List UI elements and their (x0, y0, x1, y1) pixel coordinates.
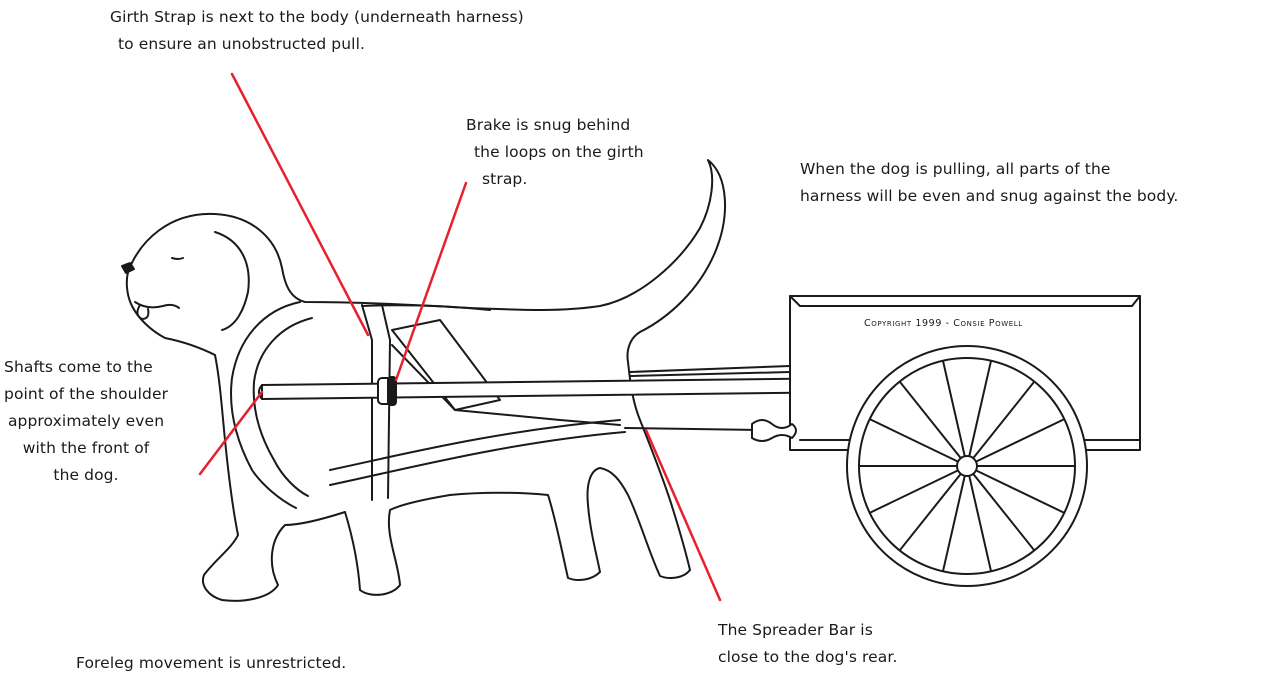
brake-line-1: Brake is snug behind (466, 112, 644, 139)
cart-shaft-front (630, 366, 790, 376)
harness-neck-loop-inner (254, 318, 312, 496)
cart-shaft (262, 378, 860, 399)
girth-line-2: to ensure an unobstructed pull. (110, 31, 524, 58)
girth-strap-label: Girth Strap is next to the body (underne… (110, 4, 524, 58)
dog-eye (172, 258, 183, 259)
brake-line-2: the loops on the girth (466, 139, 644, 166)
harness-belly-a (330, 420, 620, 470)
shafts-label: Shafts come to the point of the shoulder… (4, 354, 168, 489)
brake-loop (388, 377, 396, 405)
shafts-line-1: Shafts come to the (4, 354, 168, 381)
girth-line-1: Girth Strap is next to the body (underne… (110, 4, 524, 31)
brake-pointer (396, 183, 466, 380)
spreader-bar-label: The Spreader Bar is close to the dog's r… (718, 617, 897, 671)
harness-neck-loop (231, 302, 300, 508)
pulling-label: When the dog is pulling, all parts of th… (800, 156, 1178, 210)
spreader-line-2: close to the dog's rear. (718, 644, 897, 671)
foreleg-label: Foreleg movement is unrestricted. (76, 650, 346, 677)
dog-ear (215, 232, 249, 330)
spreader-line-1: The Spreader Bar is (718, 617, 897, 644)
dog-nose (122, 263, 134, 273)
pulling-line-1: When the dog is pulling, all parts of th… (800, 156, 1178, 183)
brake-label: Brake is snug behind the loops on the gi… (466, 112, 644, 193)
shafts-line-3: approximately even (4, 408, 168, 435)
shafts-line-5: the dog. (4, 462, 168, 489)
foreleg-line-1: Foreleg movement is unrestricted. (76, 650, 346, 677)
shafts-line-2: point of the shoulder (4, 381, 168, 408)
brake-line-3: strap. (466, 166, 644, 193)
dog-mouth (135, 302, 179, 308)
shafts-line-4: with the front of (4, 435, 168, 462)
pulling-line-2: harness will be even and snug against th… (800, 183, 1178, 210)
copyright-text: Copyright 1999 - Consie Powell (864, 318, 1023, 329)
harness-back-strap (362, 305, 490, 310)
girth-pointer (232, 74, 368, 335)
